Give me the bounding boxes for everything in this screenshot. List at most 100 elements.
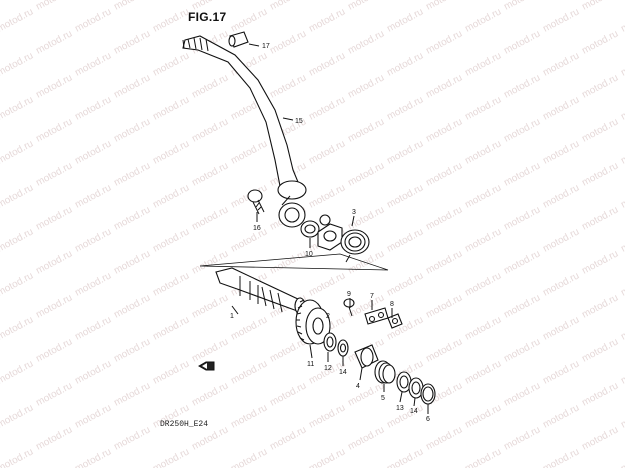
watermark-text: motod.ru: [112, 160, 152, 188]
watermark-text: motod.ru: [34, 380, 74, 408]
watermark-text: motod.ru: [424, 292, 464, 320]
watermark-text: motod.ru: [151, 94, 191, 122]
watermark-text: motod.ru: [268, 72, 308, 100]
watermark-text: motod.ru: [385, 226, 425, 254]
watermark-text: motod.ru: [385, 402, 425, 430]
watermark-text: motod.ru: [0, 182, 35, 210]
watermark-text: motod.ru: [268, 380, 308, 408]
watermark-text: motod.ru: [0, 358, 35, 386]
watermark-text: motod.ru: [346, 424, 386, 452]
kick-starter-gear: [295, 299, 331, 345]
watermark-text: motod.ru: [541, 358, 581, 386]
watermark-text: motod.ru: [541, 402, 581, 430]
watermark-text: motod.ru: [619, 358, 625, 386]
watermark-text: motod.ru: [0, 138, 35, 166]
watermark-text: motod.ru: [424, 72, 464, 100]
watermark-text: motod.ru: [151, 50, 191, 78]
watermark-text: motod.ru: [541, 446, 581, 468]
watermark-text: motod.ru: [34, 292, 74, 320]
watermark-text: motod.ru: [541, 94, 581, 122]
watermark-text: motod.ru: [73, 182, 113, 210]
watermark-text: motod.ru: [463, 358, 503, 386]
watermark-text: motod.ru: [541, 182, 581, 210]
kick-starter-guide: [317, 223, 343, 251]
watermark-text: motod.ru: [34, 116, 74, 144]
watermark-text: motod.ru: [0, 50, 35, 78]
watermark-text: motod.ru: [307, 446, 347, 468]
watermark-text: motod.ru: [34, 0, 74, 13]
callout-8: 8: [390, 301, 394, 308]
watermark-text: motod.ru: [229, 6, 269, 34]
lever-boss: [278, 195, 306, 228]
watermark-text: motod.ru: [424, 116, 464, 144]
watermark-text: motod.ru: [151, 6, 191, 34]
watermark-text: motod.ru: [346, 116, 386, 144]
watermark-text: motod.ru: [73, 94, 113, 122]
watermark-text: motod.ru: [541, 270, 581, 298]
watermark-text: motod.ru: [502, 160, 542, 188]
watermark-text: motod.ru: [619, 226, 625, 254]
watermark-text: motod.ru: [151, 182, 191, 210]
stopper-plate: [364, 307, 389, 325]
callout-16: 16: [253, 225, 261, 232]
watermark-text: motod.ru: [385, 50, 425, 78]
watermark-text: motod.ru: [190, 336, 230, 364]
watermark-text: motod.ru: [112, 116, 152, 144]
callout-10: 10: [305, 251, 313, 258]
watermark-text: motod.ru: [580, 0, 620, 13]
watermark-text: motod.ru: [0, 6, 35, 34]
watermark-text: motod.ru: [307, 402, 347, 430]
watermark-text: motod.ru: [424, 160, 464, 188]
watermark-text: motod.ru: [385, 94, 425, 122]
watermark-text: motod.ru: [307, 182, 347, 210]
watermark-text: motod.ru: [619, 182, 625, 210]
watermark-text: motod.ru: [0, 94, 35, 122]
watermark-text: motod.ru: [385, 270, 425, 298]
watermark-text: motod.ru: [580, 116, 620, 144]
callout-4: 4: [356, 383, 360, 390]
callout-17: 17: [262, 43, 270, 50]
watermark-text: motod.ru: [385, 6, 425, 34]
watermark-text: motod.ru: [0, 226, 35, 254]
watermark-text: motod.ru: [190, 72, 230, 100]
watermark-text: motod.ru: [346, 0, 386, 13]
watermark-text: motod.ru: [541, 138, 581, 166]
watermark-text: motod.ru: [502, 292, 542, 320]
watermark-text: motod.ru: [112, 424, 152, 452]
watermark-text: motod.ru: [619, 50, 625, 78]
watermark-text: motod.ru: [580, 28, 620, 56]
watermark-text: motod.ru: [307, 138, 347, 166]
ratchet-spring: [374, 360, 396, 384]
watermark-text: motod.ru: [580, 380, 620, 408]
callout-2: 2: [326, 313, 330, 320]
watermark-text: motod.ru: [463, 138, 503, 166]
watermark-text: motod.ru: [112, 72, 152, 100]
watermark-text: motod.ru: [229, 446, 269, 468]
watermark-text: motod.ru: [34, 72, 74, 100]
watermark-text: motod.ru: [502, 28, 542, 56]
watermark-text: motod.ru: [190, 116, 230, 144]
ratchet: [354, 344, 379, 369]
watermark-text: motod.ru: [73, 138, 113, 166]
watermark-text: motod.ru: [34, 160, 74, 188]
watermark-text: motod.ru: [34, 28, 74, 56]
watermark-text: motod.ru: [385, 182, 425, 210]
watermark-text: motod.ru: [463, 270, 503, 298]
watermark-text: motod.ru: [73, 270, 113, 298]
watermark-text: motod.ru: [502, 0, 542, 13]
watermark-text: motod.ru: [502, 72, 542, 100]
watermark-text: motod.ru: [0, 402, 35, 430]
watermark-text: motod.ru: [619, 270, 625, 298]
watermark-text: motod.ru: [0, 314, 35, 342]
watermark-text: motod.ru: [619, 402, 625, 430]
watermark-text: motod.ru: [385, 446, 425, 468]
watermark-text: motod.ru: [619, 314, 625, 342]
watermark-text: motod.ru: [346, 160, 386, 188]
watermark-text: motod.ru: [463, 50, 503, 78]
watermark-text: motod.ru: [73, 226, 113, 254]
watermark-text: motod.ru: [619, 138, 625, 166]
watermark-text: motod.ru: [190, 0, 230, 13]
watermark-text: motod.ru: [580, 292, 620, 320]
watermark-text: motod.ru: [229, 358, 269, 386]
watermark-text: motod.ru: [73, 446, 113, 468]
